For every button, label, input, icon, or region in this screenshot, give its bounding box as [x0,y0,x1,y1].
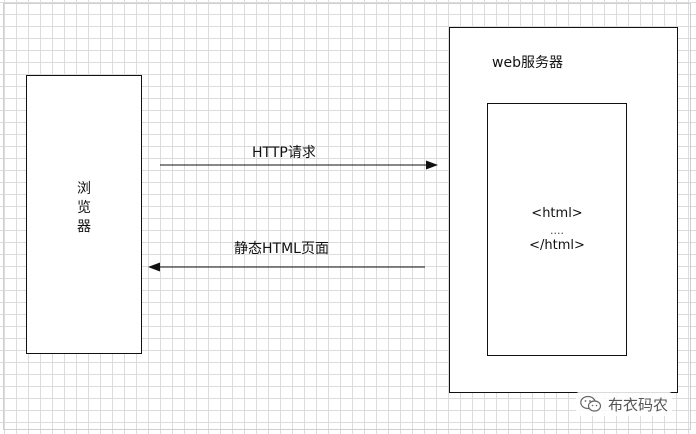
http-request-arrow [160,160,438,170]
static-html-response-arrow [148,262,425,272]
canvas-frame [3,3,691,430]
browser-box: 浏览器 [26,75,142,354]
wechat-icon [580,395,602,412]
watermark-text: 布衣码农 [608,395,669,414]
html-close-tag: </html> [529,238,585,253]
static-html-response-label: 静态HTML页面 [234,241,329,257]
html-ellipsis: .... [550,224,564,237]
browser-label: 浏览器 [77,181,91,235]
watermark: 布衣码农 [576,392,673,416]
html-page-box: <html> .... </html> [487,103,627,356]
html-open-tag: <html> [531,206,583,221]
web-server-title: web服务器 [492,55,563,71]
web-server-box: web服务器 <html> .... </html> [449,27,678,393]
http-request-label: HTTP请求 [252,145,316,161]
